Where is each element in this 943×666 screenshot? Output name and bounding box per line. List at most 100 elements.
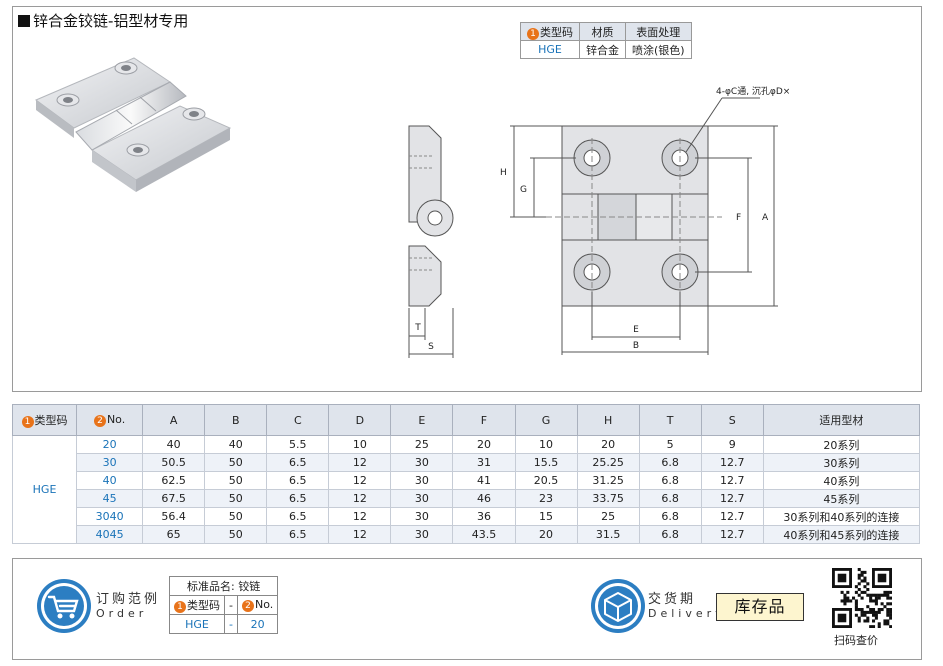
spec-cell-no: 45 — [76, 489, 144, 508]
num-badge-2: 2 — [93, 415, 106, 427]
dim-G: G — [520, 185, 527, 195]
spec-cell: 20 — [514, 525, 578, 544]
spec-cell: 12.7 — [700, 453, 764, 472]
spec-cell: 6.5 — [266, 507, 330, 526]
spec-header-a: A — [142, 404, 206, 436]
spec-cell: 31 — [452, 453, 516, 472]
spec-cell: 9 — [700, 435, 764, 454]
material-value: 锌合金 — [579, 40, 626, 59]
spec-cell: 31.25 — [576, 471, 640, 490]
spec-cell: 12 — [328, 489, 392, 508]
material-header-finish: 表面处理 — [625, 22, 692, 41]
spec-header-f: F — [452, 404, 516, 436]
dim-H: H — [500, 168, 507, 178]
spec-cell: 12 — [328, 453, 392, 472]
spec-cell: 25 — [390, 435, 454, 454]
spec-header-s: S — [700, 404, 764, 436]
material-type-code: HGE — [520, 40, 580, 59]
product-panel — [12, 6, 922, 392]
spec-header-no-label: No. — [106, 413, 126, 426]
num-badge-1: 1 — [527, 27, 539, 40]
qr-code-icon[interactable] — [832, 568, 892, 628]
front-view-drawing: H G F A E B 4-φC通, 沉孔φD×90° — [500, 86, 790, 355]
spec-cell: 33.75 — [576, 489, 640, 508]
spec-header-t: T — [638, 404, 702, 436]
spec-cell: 12.7 — [700, 471, 764, 490]
spec-header-h: H — [576, 404, 640, 436]
spec-cell-no: 4045 — [76, 525, 144, 544]
spec-cell: 50 — [204, 453, 268, 472]
order-caption-cn: 订购范例 — [96, 592, 161, 607]
dim-E: E — [633, 325, 639, 335]
side-view-drawing: T S — [408, 125, 454, 358]
spec-cell: 6.5 — [266, 453, 330, 472]
spec-cell-no: 20 — [76, 435, 144, 454]
spec-cell: 25 — [576, 507, 640, 526]
spec-cell: 30 — [390, 453, 454, 472]
spec-cell-no: 30 — [76, 453, 144, 472]
spec-cell-no: 40 — [76, 471, 144, 490]
order-caption-en: Order — [96, 607, 148, 620]
spec-cell: 30系列和40系列的连接 — [762, 507, 921, 526]
spec-header-g: G — [514, 404, 578, 436]
spec-cell: 56.4 — [142, 507, 206, 526]
spec-cell: 6.8 — [638, 453, 702, 472]
spec-cell: 40系列和45系列的连接 — [762, 525, 921, 544]
spec-cell: 15.5 — [514, 453, 578, 472]
spec-cell: 6.8 — [638, 489, 702, 508]
spec-cell: 12 — [328, 507, 392, 526]
spec-cell: 62.5 — [142, 471, 206, 490]
order-dash-value: - — [224, 614, 238, 634]
spec-header-e: E — [390, 404, 454, 436]
spec-cell: 36 — [452, 507, 516, 526]
num-badge-1: 1 — [174, 601, 186, 613]
spec-cell: 67.5 — [142, 489, 206, 508]
dim-T: T — [414, 323, 421, 333]
page-title: 锌合金铰链-铝型材专用 — [18, 10, 188, 31]
spec-cell: 12.7 — [700, 507, 764, 526]
spec-cell: 45系列 — [762, 489, 921, 508]
spec-type-code: HGE — [11, 435, 78, 544]
spec-cell: 25.25 — [576, 453, 640, 472]
spec-cell: 30 — [390, 489, 454, 508]
spec-cell: 50 — [204, 525, 268, 544]
spec-header-type-label: 类型码 — [34, 414, 68, 427]
spec-cell: 50 — [204, 471, 268, 490]
spec-cell: 12.7 — [700, 525, 764, 544]
spec-cell: 10 — [328, 435, 392, 454]
delivery-box-icon — [591, 579, 645, 633]
spec-cell: 12 — [328, 471, 392, 490]
spec-header-profile: 适用型材 — [762, 404, 921, 436]
spec-cell: 30 — [390, 525, 454, 544]
spec-header-c: C — [266, 404, 330, 436]
delivery-caption-en: Delivery — [648, 607, 726, 620]
spec-header-b: B — [204, 404, 268, 436]
order-no-value: 20 — [236, 614, 279, 634]
spec-cell: 30系列 — [762, 453, 921, 472]
material-header-material: 材质 — [579, 22, 626, 41]
spec-cell: 10 — [514, 435, 578, 454]
dim-B: B — [633, 341, 639, 351]
spec-cell: 65 — [142, 525, 206, 544]
spec-cell: 20系列 — [762, 435, 921, 454]
order-std-name: 标准品名: 铰链 — [168, 576, 279, 596]
order-col-type-label: 类型码 — [187, 599, 220, 612]
spec-cell: 15 — [514, 507, 578, 526]
spec-cell: 41 — [452, 471, 516, 490]
spec-cell: 5 — [638, 435, 702, 454]
order-col-no-label: No. — [254, 598, 274, 611]
spec-header-d: D — [328, 404, 392, 436]
